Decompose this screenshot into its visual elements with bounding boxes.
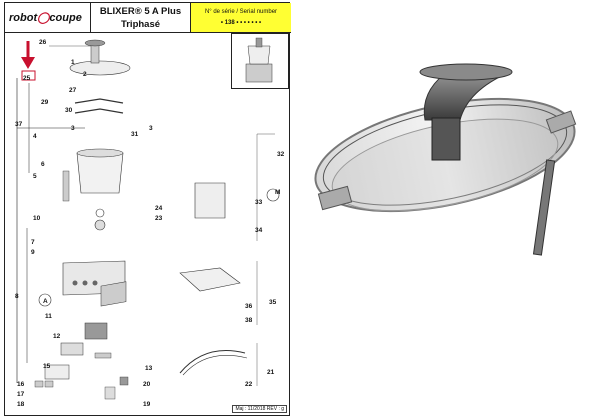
- serial-label: N° de série / Serial number: [204, 9, 278, 15]
- callout-21: 21: [267, 369, 275, 376]
- callout-37: 37: [15, 121, 23, 128]
- callout-32: 32: [277, 151, 285, 158]
- callout-11: 11: [45, 313, 52, 320]
- callout-3: 3: [71, 125, 75, 132]
- callout-23: 23: [155, 215, 163, 222]
- brand-logo: robot◯coupe: [5, 3, 91, 33]
- bowl-part: [76, 152, 124, 194]
- callout-34: 34: [255, 227, 263, 234]
- callout-10: 10: [33, 215, 41, 222]
- callout-1: 1: [71, 59, 75, 66]
- model-variant: Triphasé: [120, 19, 161, 30]
- callout-17: 17: [17, 391, 25, 398]
- exploded-view-drawing: [16, 39, 280, 400]
- callout-4: 4: [33, 133, 37, 140]
- callout-6: 6: [41, 161, 45, 168]
- model-title: BLIXER® 5 A Plus Triphasé: [91, 3, 191, 33]
- callout-31: 31: [131, 131, 139, 138]
- callout-29: 29: [41, 99, 49, 106]
- callout-2: 2: [83, 71, 87, 78]
- callout-12: 12: [53, 333, 61, 340]
- parts-diagram-sheet: robot◯coupe BLIXER® 5 A Plus Triphasé N°…: [4, 2, 291, 416]
- callout-35: 35: [269, 299, 277, 306]
- revision-footer: Maj : 11/2018 REV : g: [232, 405, 287, 413]
- callout-15: 15: [43, 363, 51, 370]
- callout-M: M: [275, 189, 281, 196]
- callout-7: 7: [31, 239, 35, 246]
- serial-value: • 138 • • • • • • •: [220, 20, 262, 26]
- lid-part: [69, 60, 131, 76]
- callout-3: 3: [149, 125, 153, 132]
- callout-5: 5: [33, 173, 37, 180]
- callout-24: 24: [155, 205, 163, 212]
- tray-part: [179, 267, 241, 292]
- model-name: BLIXER® 5 A Plus: [99, 6, 182, 17]
- callout-A: A: [43, 298, 48, 305]
- callout-20: 20: [143, 381, 151, 388]
- callout-25: 25: [23, 75, 31, 82]
- callout-33: 33: [255, 199, 263, 206]
- serial-number-box: N° de série / Serial number • 138 • • • …: [191, 3, 291, 33]
- callout-16: 16: [17, 381, 25, 388]
- callout-36: 36: [245, 303, 253, 310]
- callout-27: 27: [69, 87, 77, 94]
- callout-26: 26: [39, 39, 47, 46]
- callout-13: 13: [145, 365, 153, 372]
- machine-thumbnail: [231, 33, 289, 89]
- callout-38: 38: [245, 317, 253, 324]
- motor-part: [194, 182, 226, 219]
- callout-19: 19: [143, 401, 151, 408]
- callout-18: 18: [17, 401, 25, 408]
- callout-9: 9: [31, 249, 35, 256]
- callout-8: 8: [15, 293, 19, 300]
- lid-product-photo: [314, 63, 577, 256]
- callout-22: 22: [245, 381, 253, 388]
- callout-30: 30: [65, 107, 73, 114]
